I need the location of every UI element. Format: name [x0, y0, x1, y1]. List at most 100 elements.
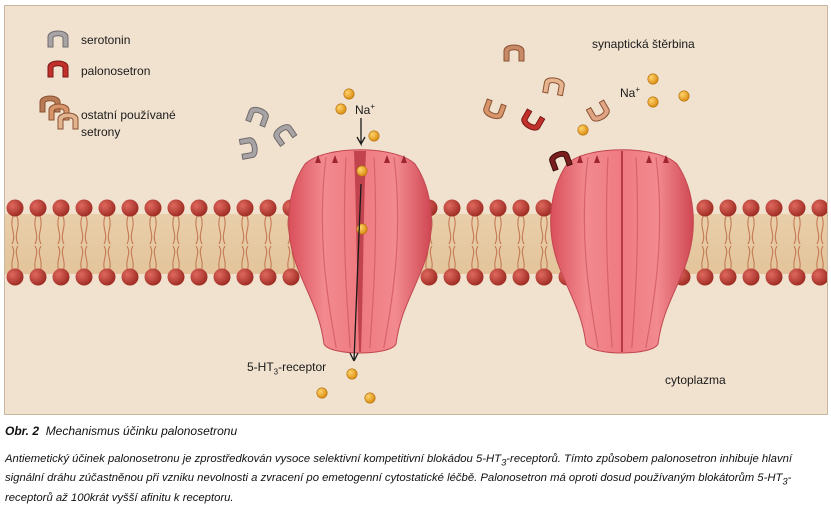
lipid-head [719, 199, 737, 217]
lipid-head [788, 268, 806, 286]
legend-setron-icon [57, 112, 79, 130]
caption-body: Antiemetický účinek palonosetronu je zpr… [5, 453, 793, 504]
lipid-head [443, 199, 461, 217]
setron-molecule [483, 98, 507, 119]
legend-other-setrons-label-1: ostatní používané [81, 108, 176, 122]
molecules [39, 30, 610, 172]
lipid-head [535, 199, 553, 217]
lipid-head [144, 268, 162, 286]
sodium-ion [356, 223, 368, 235]
diagram-figure: serotonin palonosetron ostatní používané… [4, 5, 828, 415]
binding-site [663, 155, 669, 163]
sodium-ion [577, 124, 589, 136]
sodium-ion [356, 165, 368, 177]
sodium-ion [335, 103, 347, 115]
lipid-head [144, 199, 162, 217]
lipid-head [489, 268, 507, 286]
lipid-head [420, 268, 438, 286]
receptor-left [288, 149, 432, 354]
palonosetron-molecule-bound [549, 151, 573, 172]
lipid-head [282, 268, 300, 286]
lipid-head [236, 268, 254, 286]
lipid-head [765, 199, 783, 217]
lipid-head [167, 268, 185, 286]
sodium-label-right: Na+ [620, 85, 641, 100]
setron-molecule [542, 77, 565, 97]
lipid-head [190, 199, 208, 217]
binding-site [384, 155, 390, 163]
lipid-head [213, 199, 231, 217]
sodium-ion [647, 73, 659, 85]
lipid-head [6, 268, 24, 286]
binding-site [332, 155, 338, 163]
lipid-head [742, 199, 760, 217]
lipid-head [765, 268, 783, 286]
lipid-head [29, 268, 47, 286]
lipid-head [489, 199, 507, 217]
serotonin-molecule [238, 137, 258, 160]
sodium-ions [316, 73, 690, 404]
lipid-head [696, 199, 714, 217]
membrane-scene [5, 30, 827, 404]
lipid-head [121, 199, 139, 217]
sodium-ion [678, 90, 690, 102]
serotonin-molecule [245, 107, 269, 128]
caption-title: Obr. 2 Mechanismus účinku palonosetronu [5, 424, 238, 438]
receptor-right [550, 149, 694, 354]
synaptic-cleft-label: synaptická štěrbina [592, 37, 695, 51]
receptor-label: 5-HT3-receptor [247, 360, 327, 377]
lipid-head [811, 268, 827, 286]
lipid-head [259, 199, 277, 217]
binding-site [401, 155, 407, 163]
legend-palonosetron-label: palonosetron [81, 64, 151, 78]
sodium-ion [346, 368, 358, 380]
legend-palonosetron-icon [47, 60, 69, 78]
lipid-head [98, 199, 116, 217]
sodium-ion [343, 88, 355, 100]
lipid-head [719, 268, 737, 286]
lipid-head [512, 199, 530, 217]
lipid-head [466, 199, 484, 217]
lipid-head [190, 268, 208, 286]
lipid-head [121, 268, 139, 286]
lipid-head [52, 199, 70, 217]
lipid-head [75, 268, 93, 286]
lipid-head [167, 199, 185, 217]
legend-other-setrons-label-2: setrony [81, 125, 121, 139]
serotonin-molecule [273, 124, 298, 147]
lipid-head [512, 268, 530, 286]
lipid-head [443, 268, 461, 286]
cytoplasm-label: cytoplazma [665, 373, 726, 387]
ion-flow-arrow [349, 118, 366, 362]
lipid-head [466, 268, 484, 286]
lipid-head [696, 268, 714, 286]
binding-site [646, 155, 652, 163]
receptor-channel [354, 151, 366, 352]
lipid-head [236, 199, 254, 217]
sodium-label-left: Na+ [355, 102, 376, 117]
sodium-ion [364, 392, 376, 404]
sodium-ion [316, 387, 328, 399]
setron-molecule [503, 44, 525, 62]
lipid-head [535, 268, 553, 286]
lipid-head [29, 199, 47, 217]
legend-serotonin-label: serotonin [81, 33, 131, 47]
binding-site [315, 155, 321, 163]
lipid-head [811, 199, 827, 217]
lipid-head [259, 268, 277, 286]
lipid-head [75, 199, 93, 217]
arrow-in [356, 118, 366, 147]
sodium-ion [368, 130, 380, 142]
lipid-head [213, 268, 231, 286]
binding-site [594, 155, 600, 163]
receptors [288, 149, 694, 354]
lipid-head [788, 199, 806, 217]
binding-site [577, 155, 583, 163]
legend-serotonin-icon [47, 30, 69, 48]
arrow-through [349, 183, 362, 362]
palonosetron-molecule [521, 108, 546, 131]
sodium-ion [647, 96, 659, 108]
lipid-head [98, 268, 116, 286]
setron-molecule [585, 99, 610, 122]
lipid-head [742, 268, 760, 286]
